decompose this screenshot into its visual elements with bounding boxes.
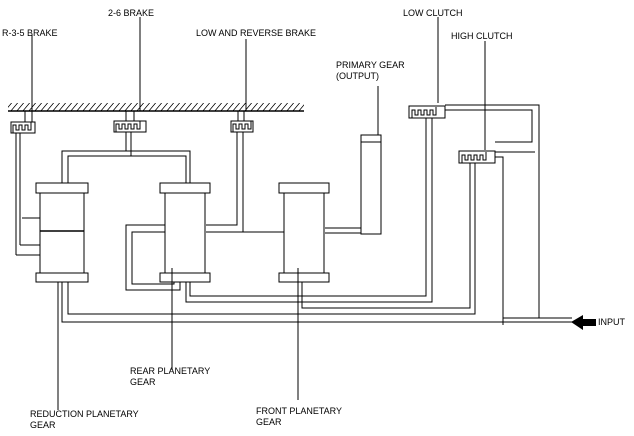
label-front-planetary-gear: GEAR [256, 417, 282, 427]
label-high-clutch: HIGH CLUTCH [451, 31, 513, 41]
label-brake-26: 2-6 BRAKE [108, 8, 155, 18]
low-clutch-element [185, 17, 540, 318]
reduction-planetary-gear-element [22, 182, 89, 410]
rear-planetary-gear-element [125, 182, 211, 370]
label-reduction-planetary: REDUCTION PLANETARY [30, 409, 139, 419]
primary-gear-element [325, 86, 382, 235]
r35-brake-element [10, 35, 40, 256]
label-rear-planetary: REAR PLANETARY [130, 366, 211, 376]
brake-26-element [61, 17, 191, 183]
label-primary-gear: PRIMARY GEAR [336, 60, 405, 70]
front-planetary-gear-element [206, 182, 330, 400]
input-arrow-icon [571, 315, 596, 330]
label-primary-gear-output: (OUTPUT) [336, 71, 379, 81]
input-shaft [61, 282, 572, 323]
label-reduction-planetary-gear: GEAR [30, 420, 56, 430]
low-reverse-brake-element [206, 39, 254, 233]
label-low-clutch: LOW CLUTCH [403, 8, 463, 18]
label-input: INPUT [598, 317, 625, 327]
transmission-case [8, 103, 304, 112]
label-r35-brake: R-3-5 BRAKE [2, 28, 58, 38]
high-clutch-element [67, 41, 535, 325]
label-low-reverse-brake: LOW AND REVERSE BRAKE [196, 28, 317, 38]
label-front-planetary: FRONT PLANETARY [256, 406, 343, 416]
label-rear-planetary-gear: GEAR [130, 377, 156, 387]
